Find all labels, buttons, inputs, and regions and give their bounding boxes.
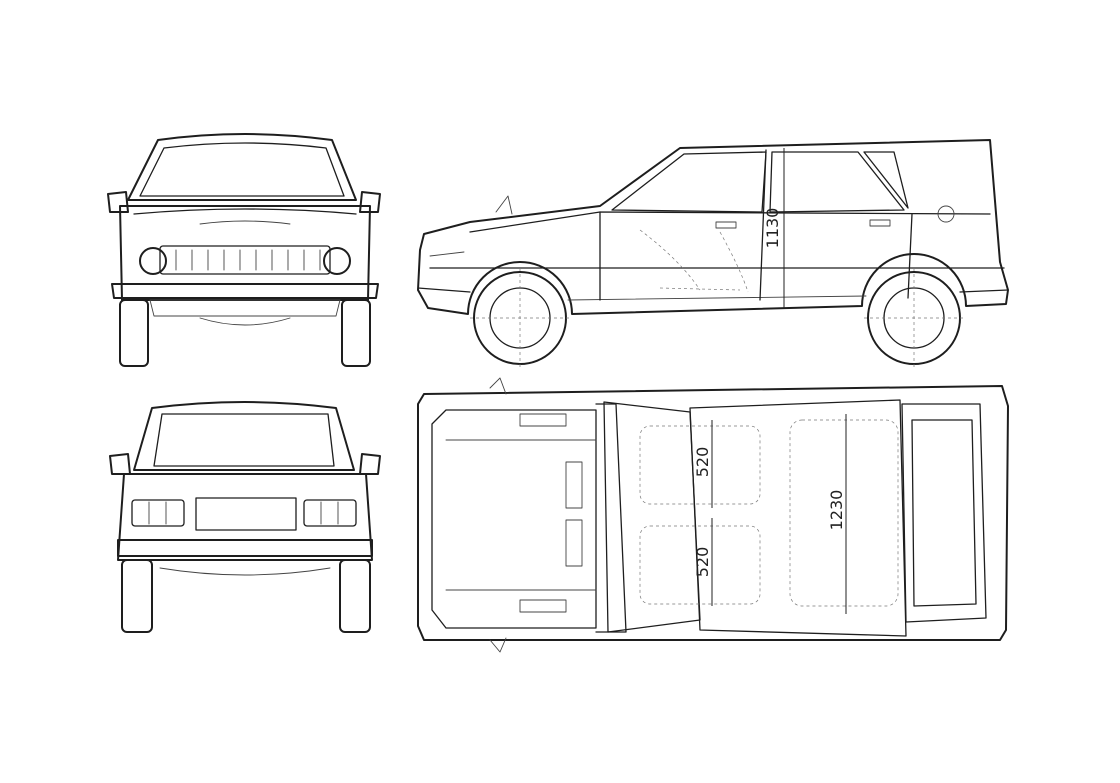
top-rear-seat-dimension: 520 (693, 547, 712, 578)
top-interior-length-dimension: 1230 (827, 490, 846, 531)
top-front-seat-dimension: 520 (693, 447, 712, 478)
rear-view (109, 401, 381, 633)
side-view: 1130 (417, 139, 1009, 368)
front-view (107, 133, 381, 367)
side-height-dimension: 1130 (763, 208, 782, 249)
top-view: 520 520 1230 (417, 377, 1009, 653)
